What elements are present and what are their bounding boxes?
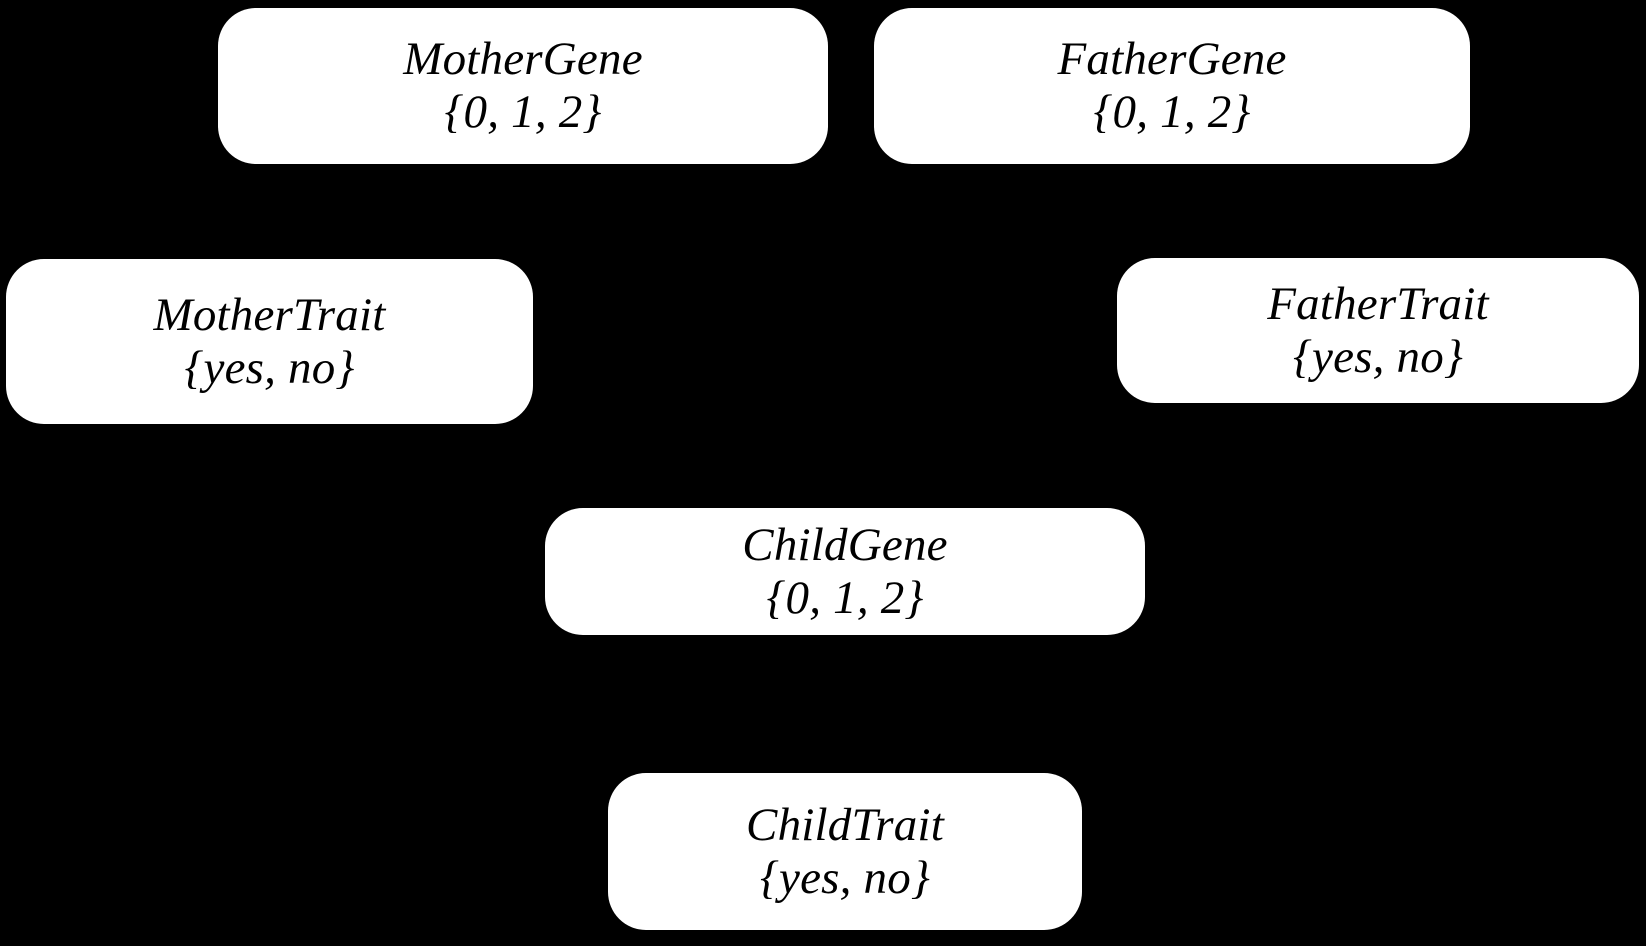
node-mother-trait-domain: {yes, no} xyxy=(184,341,355,394)
node-father-gene[interactable]: FatherGene {0, 1, 2} xyxy=(874,8,1470,164)
node-father-trait-domain: {yes, no} xyxy=(1293,330,1463,383)
node-father-trait[interactable]: FatherTrait {yes, no} xyxy=(1117,258,1639,403)
node-child-gene-label: ChildGene xyxy=(742,518,948,571)
edge-mother-gene-to-child-gene xyxy=(558,163,762,509)
node-child-trait-label: ChildTrait xyxy=(746,798,944,851)
node-father-gene-domain: {0, 1, 2} xyxy=(1093,86,1251,138)
node-mother-gene[interactable]: MotherGene {0, 1, 2} xyxy=(218,8,828,164)
node-child-trait[interactable]: ChildTrait {yes, no} xyxy=(608,773,1082,930)
node-child-gene-domain: {0, 1, 2} xyxy=(766,571,924,624)
edge-mother-gene-to-mother-trait xyxy=(267,162,381,261)
node-child-trait-domain: {yes, no} xyxy=(760,851,930,904)
node-child-gene[interactable]: ChildGene {0, 1, 2} xyxy=(545,508,1145,635)
edge-father-gene-to-child-gene xyxy=(928,163,1122,509)
node-father-gene-label: FatherGene xyxy=(1057,33,1287,86)
edge-father-gene-to-father-trait xyxy=(1288,162,1382,260)
node-mother-trait-label: MotherTrait xyxy=(153,288,386,341)
node-father-trait-label: FatherTrait xyxy=(1267,277,1489,330)
node-mother-gene-label: MotherGene xyxy=(403,33,643,86)
node-mother-trait[interactable]: MotherTrait {yes, no} xyxy=(6,259,533,424)
node-mother-gene-domain: {0, 1, 2} xyxy=(444,86,602,138)
